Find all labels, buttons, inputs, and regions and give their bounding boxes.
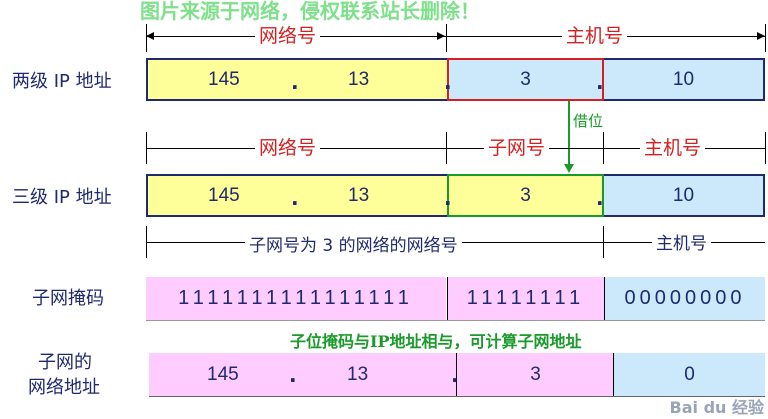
subnet-segment: 3 bbox=[456, 353, 614, 396]
tick bbox=[765, 132, 766, 164]
subnet-address-box: 145 13 3 0 .. bbox=[149, 353, 765, 397]
network-segment: 145 13 bbox=[149, 353, 456, 396]
mask-bits: 00000000 bbox=[604, 277, 765, 320]
borrow-label: 借位 bbox=[573, 112, 604, 130]
octet: 3 bbox=[530, 363, 541, 385]
three-level-ip-box: 145 13 3 10 ... bbox=[146, 174, 765, 217]
subnet-network-span-label: 子网号为 3 的网络的网络号 bbox=[245, 231, 462, 256]
subnet-address-label: 网络地址 bbox=[28, 377, 100, 398]
octet: 145 bbox=[208, 68, 240, 90]
host-segment: 10 bbox=[604, 176, 763, 215]
span-line bbox=[146, 148, 765, 149]
three-level-ip-label: 三级 IP 地址 bbox=[12, 187, 112, 208]
octet: 13 bbox=[348, 68, 370, 90]
subnet-mask-label: 子网掩码 bbox=[32, 288, 104, 309]
arrow-right-icon bbox=[757, 32, 765, 40]
borrowed-segment: 3 bbox=[447, 58, 604, 101]
octet: 3 bbox=[520, 184, 531, 206]
host-number-label: 主机号 bbox=[640, 137, 706, 159]
span-line bbox=[146, 36, 765, 37]
arrow-down-icon bbox=[564, 164, 574, 173]
subnet-number-label: 子网号 bbox=[484, 137, 550, 159]
octet: 10 bbox=[672, 184, 695, 206]
caption: 子位掩码与IP地址相与，可计算子网地址 bbox=[290, 332, 582, 351]
octet: 145 bbox=[207, 363, 239, 385]
watermark-text: 图片来源于网络，侵权联系站长删除！ bbox=[140, 0, 480, 23]
octet: 0 bbox=[684, 363, 695, 385]
network-number-label: 网络号 bbox=[255, 137, 321, 159]
host-span-label: 主机号 bbox=[652, 229, 711, 254]
octet: 10 bbox=[672, 68, 695, 90]
mask-bits: 11111111 bbox=[447, 277, 604, 320]
two-level-ip-box: 145 13 3 10 ... bbox=[146, 58, 765, 101]
arrow-left-icon bbox=[146, 32, 154, 40]
network-number-label: 网络号 bbox=[255, 25, 321, 47]
tick bbox=[765, 24, 766, 52]
baidu-logo: Bai du 经验 bbox=[669, 398, 764, 417]
host-number-label: 主机号 bbox=[562, 25, 628, 47]
arrow-right-icon bbox=[437, 32, 445, 40]
subnet-mask-box: 1111111111111111 11111111 00000000 bbox=[146, 277, 765, 321]
mask-bits: 1111111111111111 bbox=[146, 277, 446, 320]
host-segment: 0 bbox=[613, 353, 765, 396]
octet: 145 bbox=[208, 184, 240, 206]
network-segment: 145 13 bbox=[148, 60, 447, 99]
octet: 13 bbox=[347, 363, 369, 385]
octet: 3 bbox=[520, 68, 531, 90]
tick bbox=[446, 24, 447, 52]
subnet-segment: 3 bbox=[447, 174, 604, 217]
two-level-ip-label: 两级 IP 地址 bbox=[12, 71, 112, 92]
subnet-address-label: 子网的 bbox=[38, 352, 92, 373]
octet: 13 bbox=[348, 184, 370, 206]
network-segment: 145 13 bbox=[148, 176, 447, 215]
host-segment: 10 bbox=[604, 60, 763, 99]
borrow-arrow bbox=[568, 101, 570, 167]
